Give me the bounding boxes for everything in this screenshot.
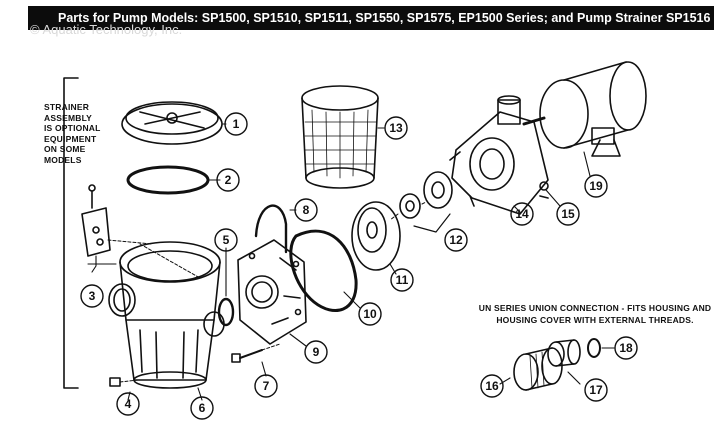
callout-17-label: 17: [589, 383, 603, 397]
part-11-diffuser: [351, 201, 401, 271]
callout-7-label: 7: [263, 379, 270, 393]
callout-markers: 1 2 3 4 5 6 7 8 9 10 11 12 13 14 15 16 1…: [80, 112, 638, 420]
callout-14-label: 14: [515, 207, 529, 221]
callout-9: 9: [304, 340, 328, 364]
part-14-pump-housing: [449, 95, 549, 215]
callout-3-label: 3: [89, 289, 96, 303]
part-13-strainer-basket: [301, 85, 379, 189]
callout-12: 12: [444, 228, 468, 252]
strainer-assembly-note: STRAINER ASSEMBLY IS OPTIONAL EQUIPMENT …: [44, 102, 101, 165]
callout-8: 8: [294, 198, 318, 222]
callout-19: 19: [584, 174, 608, 198]
callout-12-label: 12: [449, 233, 463, 247]
part-6-strainer-housing: [108, 241, 225, 389]
callout-4: 4: [116, 392, 140, 416]
callout-1-label: 1: [233, 117, 240, 131]
part-10-gasket: [289, 229, 358, 312]
part-15-nut: [539, 181, 549, 191]
callout-10: 10: [358, 302, 382, 326]
part-1-strainer-cover: [121, 101, 223, 145]
callout-7: 7: [254, 374, 278, 398]
callout-5: 5: [214, 228, 238, 252]
callout-13-label: 13: [389, 121, 403, 135]
callout-2-label: 2: [225, 173, 232, 187]
watermark: © Aquatic Technology, Inc.: [30, 22, 183, 37]
leader-lines: [87, 123, 615, 401]
part-16-union-nut: [513, 347, 563, 391]
callout-3: 3: [80, 284, 104, 308]
part-17-union-tailpiece: [547, 339, 581, 367]
callout-18: 18: [614, 336, 638, 360]
part-5-small-oring: [217, 297, 235, 327]
part-7-bolt: [231, 343, 281, 363]
part-19-motor: [522, 61, 647, 157]
callout-5-label: 5: [223, 233, 230, 247]
callout-9-label: 9: [313, 345, 320, 359]
part-2-cover-oring: [126, 165, 210, 195]
callout-11-label: 11: [396, 273, 409, 287]
callout-4-label: 4: [125, 397, 132, 411]
callout-14: 14: [510, 202, 534, 226]
callout-19-label: 19: [589, 179, 603, 193]
part-8-clamp-wire: [254, 204, 288, 254]
union-connection-note: UN SERIES UNION CONNECTION - FITS HOUSIN…: [478, 303, 712, 325]
part-12-impeller: [389, 171, 453, 233]
part-4-drain-plug: [109, 377, 139, 387]
callout-11: 11: [390, 268, 414, 292]
callout-16-label: 16: [485, 379, 499, 393]
part-3-mounting-clip: [81, 207, 153, 257]
callout-2: 2: [216, 168, 240, 192]
callout-15-label: 15: [561, 207, 575, 221]
callout-6-label: 6: [199, 401, 206, 415]
callout-6: 6: [190, 396, 214, 420]
strainer-bracket: [63, 77, 79, 389]
callout-17: 17: [584, 378, 608, 402]
callout-16: 16: [480, 374, 504, 398]
page-title: Parts for Pump Models: SP1500, SP1510, S…: [28, 6, 714, 30]
callout-8-label: 8: [303, 203, 310, 217]
callout-1: 1: [224, 112, 248, 136]
callout-18-label: 18: [619, 341, 633, 355]
callout-10-label: 10: [363, 307, 377, 321]
part-screw-top: [88, 184, 96, 209]
callout-13: 13: [384, 116, 408, 140]
part-18-union-oring: [587, 338, 601, 358]
callout-15: 15: [556, 202, 580, 226]
part-9-housing-cover: [237, 239, 307, 345]
